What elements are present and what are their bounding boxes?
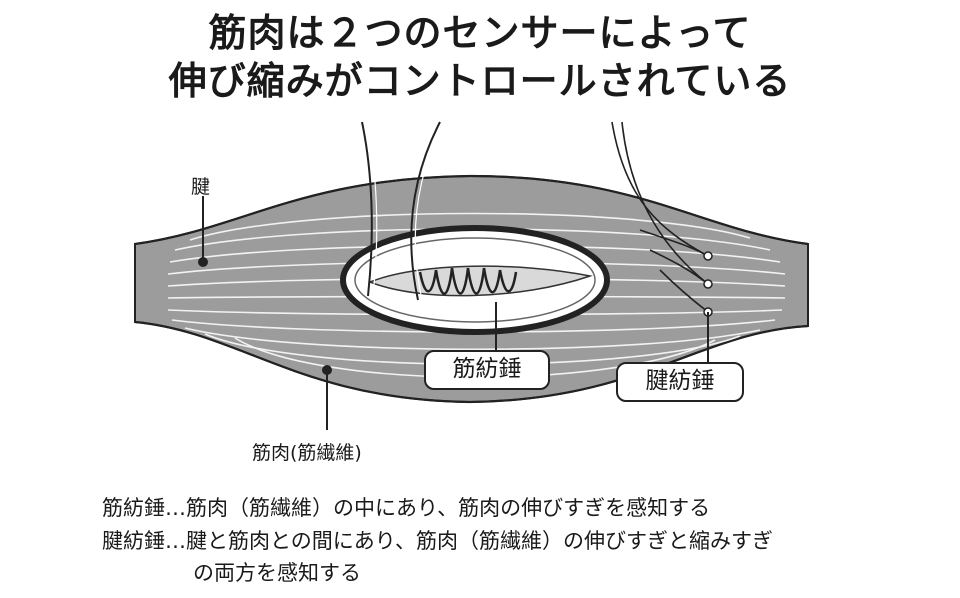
tendon-organ-ending-1 (703, 251, 713, 261)
muscle-fiber-label: 筋肉(筋繊維) (252, 442, 362, 464)
note-spindle: 筋紡錘…筋肉（筋繊維）の中にあり、筋肉の伸びすぎを感知する (102, 496, 711, 520)
note-tendon-organ: 腱紡錘…腱と筋肉との間にあり、筋肉（筋繊維）の伸びすぎと縮みすぎ (102, 529, 773, 553)
tendon-organ-ending-2 (703, 279, 713, 289)
tendon-line-bottom (134, 320, 809, 404)
tendon-line-top (134, 174, 809, 246)
spindle-nerves (361, 121, 445, 301)
tendon-leader-dot (198, 257, 208, 267)
note-tendon-organ-cont: の両方を感知する (193, 561, 361, 585)
tendon-label: 腱 (191, 176, 211, 198)
muscle-leader-dot (322, 365, 332, 375)
page-title-line-1: 筋肉は２つのセンサーによって (208, 11, 752, 55)
sensory-coil (418, 267, 518, 295)
tendon-organ-label: 腱紡錘 (616, 362, 744, 402)
spindle-label: 筋紡錘 (424, 350, 550, 390)
page-title-line-2: 伸び縮みがコントロールされている (168, 59, 792, 103)
